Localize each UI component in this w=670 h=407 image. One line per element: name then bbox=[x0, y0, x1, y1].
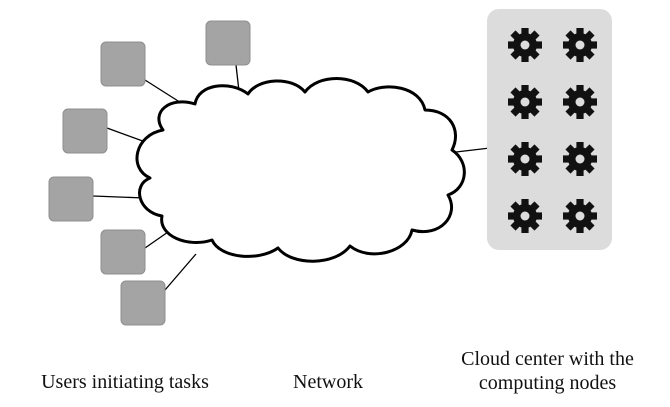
network-caption: Network bbox=[293, 371, 363, 393]
user-terminal bbox=[100, 229, 146, 275]
user-link bbox=[164, 253, 197, 291]
gear-icon bbox=[508, 142, 542, 176]
user-terminal bbox=[120, 280, 166, 326]
gear-icon bbox=[508, 85, 542, 119]
network-cloud bbox=[135, 77, 491, 263]
user-terminal bbox=[62, 108, 108, 154]
user-terminal bbox=[48, 176, 94, 222]
gear-icon bbox=[563, 28, 597, 62]
user-link bbox=[144, 231, 169, 249]
cloud-shape bbox=[135, 77, 466, 263]
user-terminals bbox=[48, 20, 251, 326]
cloud-center-rack bbox=[487, 9, 612, 250]
gear-icon bbox=[563, 85, 597, 119]
user-terminal bbox=[100, 41, 146, 87]
cloud-center-panel bbox=[487, 9, 612, 250]
user-terminal bbox=[205, 20, 251, 66]
user-link bbox=[92, 195, 146, 199]
gear-icon bbox=[508, 28, 542, 62]
cloud-to-center-link bbox=[455, 147, 491, 153]
users-caption: Users initiating tasks bbox=[41, 371, 209, 393]
cloud-center-caption: Cloud center with the computing nodes bbox=[461, 348, 634, 394]
gear-icon bbox=[563, 142, 597, 176]
gear-icon bbox=[508, 199, 542, 233]
computing-nodes bbox=[508, 28, 597, 233]
gear-icon bbox=[563, 199, 597, 233]
